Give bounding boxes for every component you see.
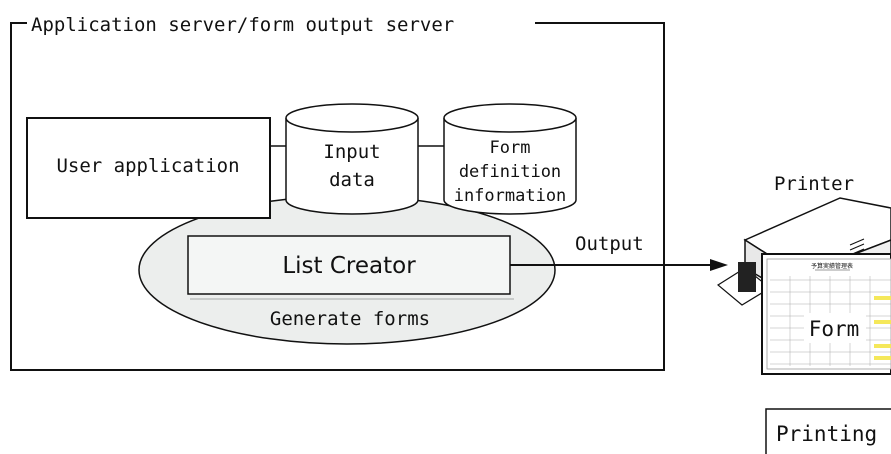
input-data-cylinder: Input data <box>285 103 419 215</box>
input-data-line2: data <box>329 169 375 191</box>
printed-form-sheet: 予算実績管理表 <box>761 253 891 375</box>
server-frame: Application server/form output server <box>10 14 665 371</box>
form-label: Form <box>809 317 860 341</box>
user-application-box: User application <box>26 117 271 219</box>
printer-label: Printer <box>774 173 854 195</box>
form-def-line2: definition <box>459 162 561 182</box>
generate-forms-label: Generate forms <box>270 308 430 330</box>
printing-box: Printing <box>765 408 891 454</box>
form-def-line3: information <box>454 186 567 206</box>
form-highlights <box>874 296 891 360</box>
form-definition-cylinder: Form definition information <box>443 103 577 215</box>
output-label: Output <box>575 233 644 255</box>
form-doc-title: 予算実績管理表 <box>811 262 853 270</box>
input-data-line1: Input <box>323 141 380 163</box>
printer: Printer 予算実績管理表 <box>716 173 891 375</box>
output-arrow: Output <box>510 233 728 271</box>
server-frame-title: Application server/form output server <box>31 14 454 36</box>
user-application-label: User application <box>56 155 239 177</box>
list-creator-box: List Creator <box>187 235 514 300</box>
form-def-line1: Form <box>490 138 531 158</box>
printing-label: Printing <box>776 422 877 446</box>
list-creator-label: List Creator <box>282 253 416 279</box>
